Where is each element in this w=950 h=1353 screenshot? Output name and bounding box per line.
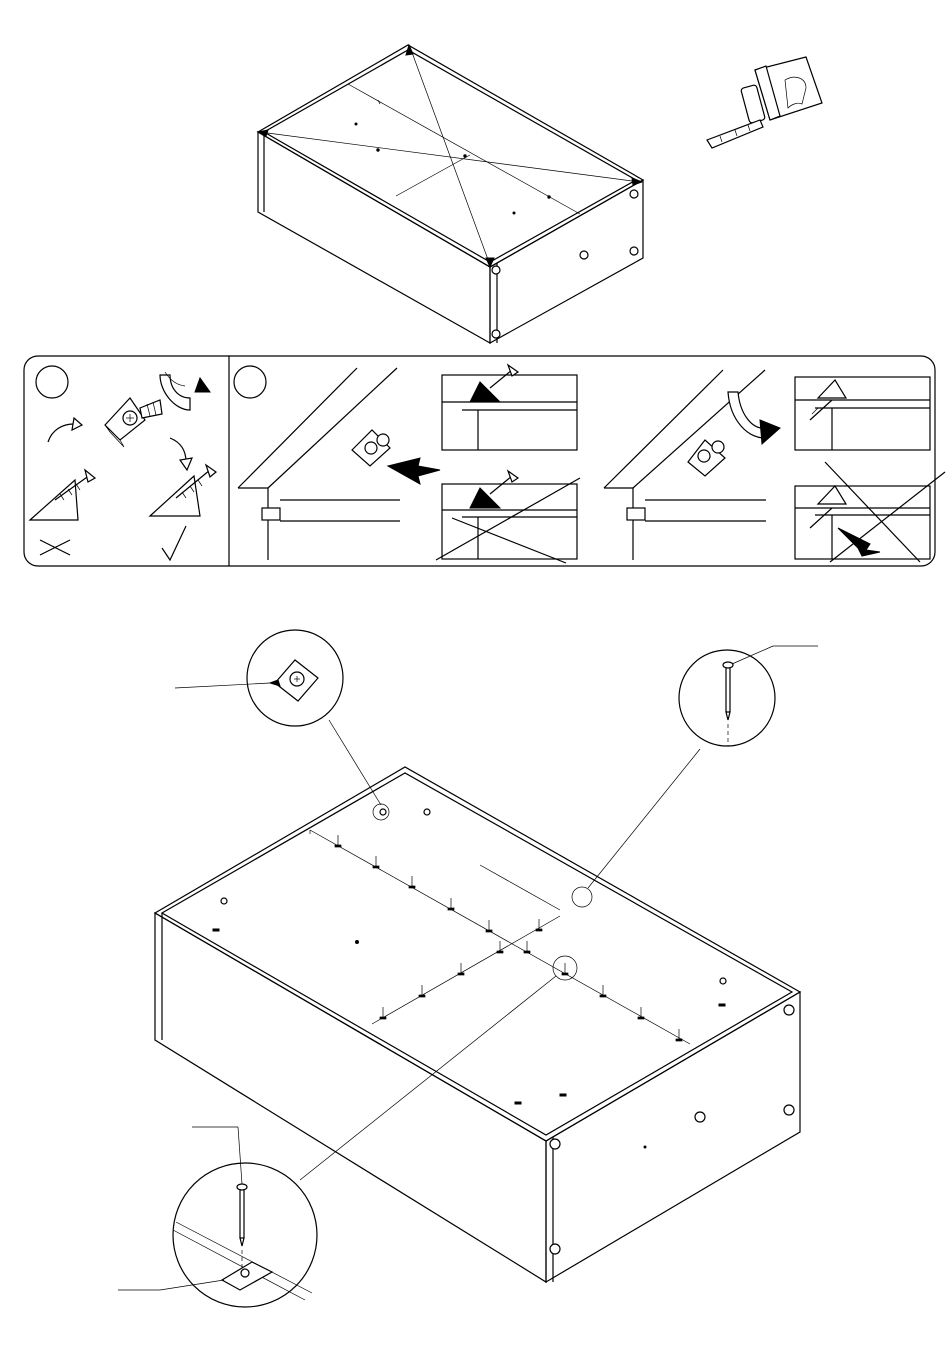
magnifier-cam-fitting (175, 630, 343, 726)
check-mark-icon (162, 526, 186, 560)
push-arrow-icon (388, 458, 440, 484)
rotation-arrow-icon (170, 438, 186, 462)
carcass-diagonal-check (258, 45, 643, 343)
nail-icon (723, 662, 733, 746)
step-marker-2 (234, 366, 266, 398)
push-arrow-icon (838, 528, 880, 556)
rotation-arrow-icon (160, 372, 210, 410)
rotation-arrow-icon (48, 424, 74, 442)
tape-measure-icon (707, 57, 822, 148)
detail-box-screwed-incorrect (795, 462, 945, 562)
corner-block-icon (105, 398, 145, 447)
detail-box-correct (442, 365, 577, 450)
cross-mark-icon (40, 540, 70, 555)
step-panel (24, 356, 945, 566)
screw-icon (30, 470, 95, 520)
nail-icon (237, 1184, 247, 1268)
corner-panel-push (238, 368, 440, 560)
magnifier-nail-and-plate (118, 1127, 317, 1307)
corner-panel-tighten (604, 370, 780, 560)
detail-box-incorrect (436, 471, 580, 563)
carcass-back-panel (155, 720, 800, 1282)
detail-box-screwed-correct (795, 377, 930, 450)
magnifier-nail (679, 646, 818, 746)
screw-icon (150, 465, 216, 516)
step-marker-1 (36, 366, 68, 398)
screw-icon (140, 400, 162, 418)
plate-icon (222, 1262, 272, 1290)
